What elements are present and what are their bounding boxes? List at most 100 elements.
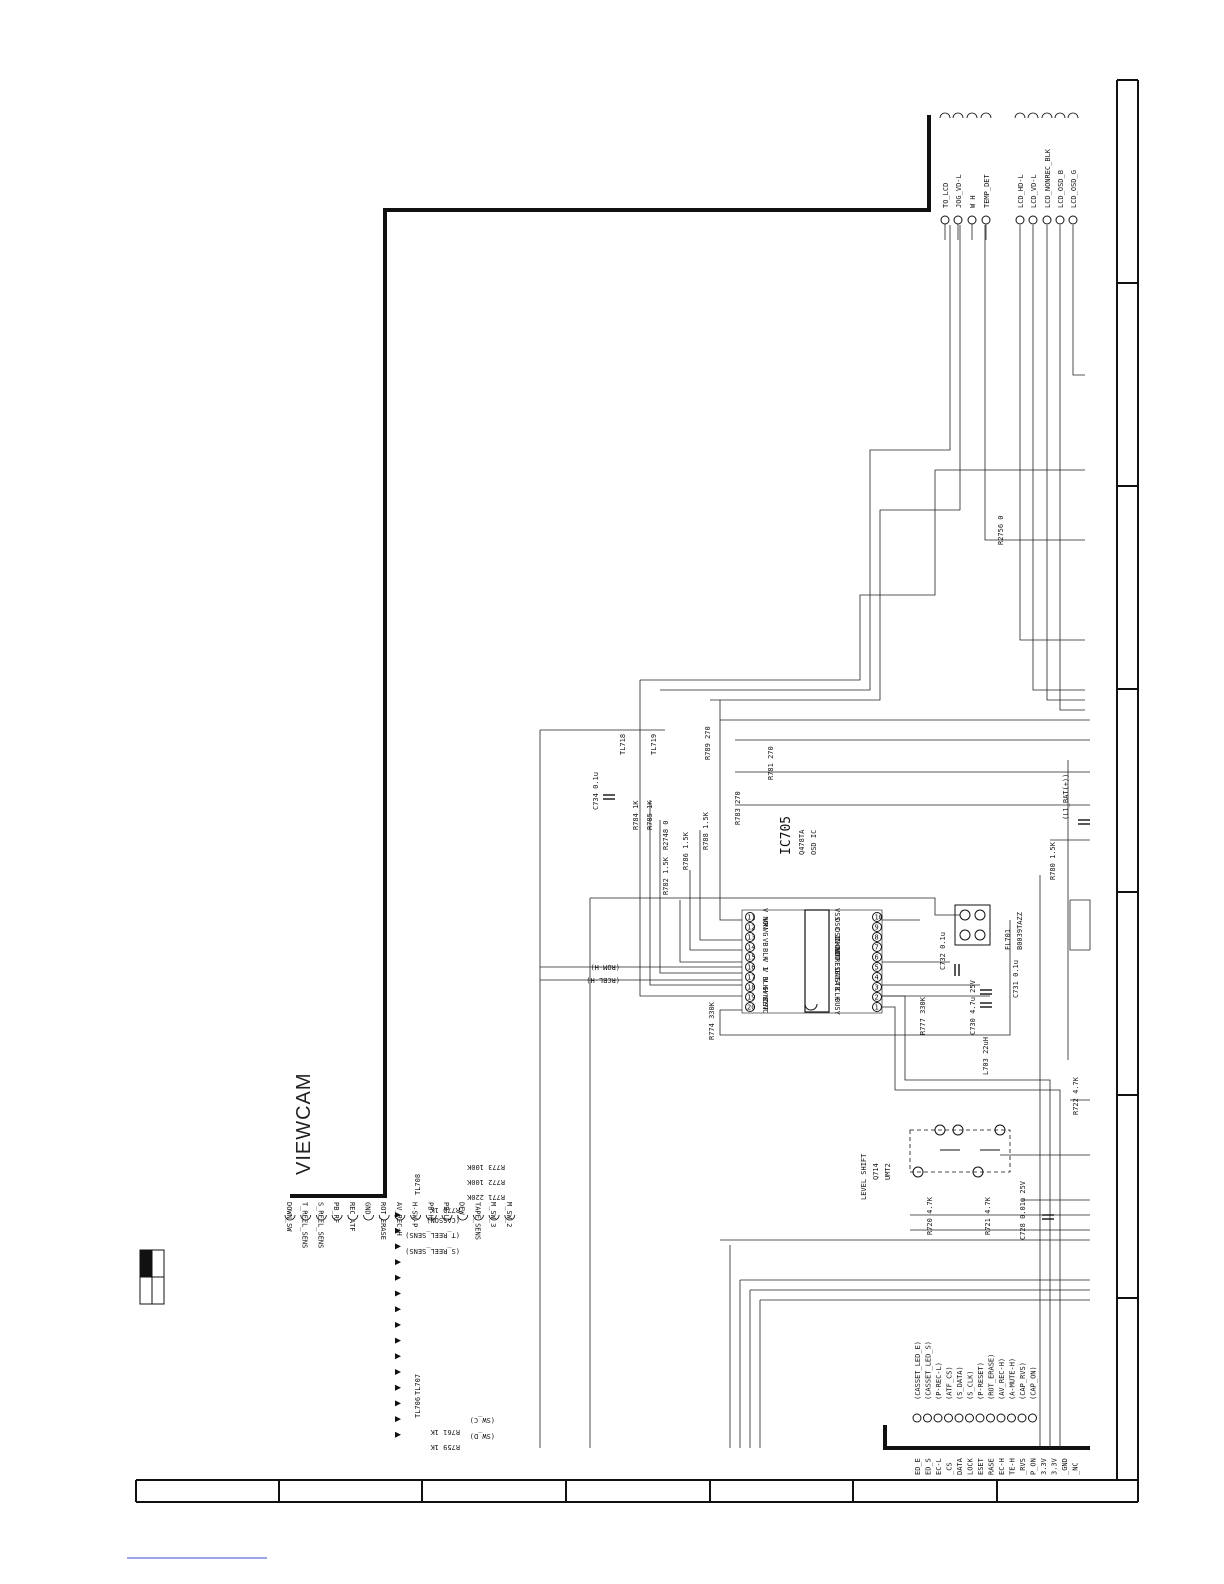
capacitors bbox=[603, 794, 1090, 1220]
grid-ticks-right bbox=[1117, 282, 1138, 1299]
component-label-r786: R786 1.5K bbox=[682, 831, 690, 870]
ic-pin bbox=[872, 992, 882, 1002]
component-label-r771: R771 220K bbox=[466, 1193, 505, 1201]
component-label-r784: R784 1K bbox=[632, 800, 640, 830]
ic-pin-name: V BLK bbox=[761, 968, 769, 990]
ic705-ref: IC705 bbox=[779, 816, 794, 855]
top-connector-label: TEMP_DET bbox=[983, 173, 991, 208]
top-connector-label: LCD_OSD_B bbox=[1057, 170, 1065, 208]
top-connector-label: W H bbox=[969, 195, 977, 208]
ic-pin-name: OSC OUT bbox=[833, 928, 841, 958]
bottom-signal-label: (CAP_RVS) bbox=[1019, 1362, 1027, 1400]
pin-arrow bbox=[395, 1259, 401, 1266]
connector-terminal bbox=[1042, 215, 1052, 225]
ic-pin-number: 16 bbox=[747, 964, 755, 972]
bottom-connector-label: ED_E bbox=[914, 1458, 922, 1475]
ic-wiring bbox=[539, 225, 1091, 1448]
left-connector-label: DOWN_SW bbox=[285, 1202, 293, 1232]
ic-pin-name: V NON bbox=[761, 908, 769, 929]
ic-pin-name: VDD bbox=[833, 948, 841, 961]
connector-terminal bbox=[1028, 1413, 1037, 1423]
connector-terminal bbox=[1015, 215, 1025, 225]
sheet-frame bbox=[135, 79, 1139, 1503]
connector-terminal bbox=[933, 1413, 943, 1423]
ic-pin-name: H SYNC bbox=[761, 988, 769, 1013]
top-connector-label: LCD_HD-L bbox=[1017, 174, 1025, 208]
pin-arrow bbox=[395, 1306, 401, 1313]
connector-pin-circle bbox=[966, 112, 978, 119]
bottom-signal-label: (CAP_ON) bbox=[1030, 1366, 1038, 1400]
connector-pin-circle bbox=[378, 1214, 390, 1221]
ic-pin bbox=[872, 912, 882, 922]
component-label-tl707: TL707 bbox=[414, 1374, 422, 1395]
ic-pin-name: CLK bbox=[833, 988, 841, 1001]
top-connector-label: TO_LCD bbox=[942, 183, 950, 208]
connector-pin-circle bbox=[441, 1214, 453, 1221]
ic-pin-name: VR bbox=[761, 918, 769, 927]
connector-terminal bbox=[967, 215, 977, 225]
connector-pin-circle bbox=[300, 1214, 312, 1221]
connector-terminal bbox=[1068, 215, 1078, 225]
connector-terminal bbox=[975, 1413, 985, 1423]
bottom-signal-label: (A-MUTE-H) bbox=[1009, 1358, 1017, 1400]
bottom-connector-label: _CS bbox=[946, 1462, 954, 1475]
ic-pin-name: V I bbox=[761, 958, 769, 971]
left-connector-label: M_SW_2 bbox=[505, 1202, 513, 1227]
pin-arrow bbox=[395, 1290, 401, 1297]
left-connector-label: H-SW-P bbox=[411, 1202, 419, 1227]
component-label-r788: R788 1.5K bbox=[702, 811, 710, 850]
ic-pin-name: RESET bbox=[833, 958, 841, 980]
ic-pin bbox=[872, 962, 882, 972]
component-label-tl719: TL719 bbox=[650, 734, 658, 755]
bottom-signal-label: (S_CLK) bbox=[967, 1370, 975, 1400]
connector-terminal bbox=[1017, 1413, 1027, 1423]
connector-pin-circle bbox=[347, 1214, 359, 1221]
ic-pin-number: 13 bbox=[747, 934, 755, 942]
connector-pin-circle bbox=[457, 1214, 469, 1221]
left-connector-label: S_REEL_SENS bbox=[316, 1202, 324, 1248]
component-label-r720: R720 4.7K bbox=[926, 1196, 934, 1235]
ic-pin bbox=[872, 942, 882, 952]
ic-pin-number: 15 bbox=[747, 954, 755, 962]
component-label-level_shift: LEVEL SHIFT bbox=[860, 1153, 868, 1200]
bottom-signal-label: (S_DATA) bbox=[956, 1366, 964, 1400]
component-label-r780: R780 1.5K bbox=[1049, 841, 1057, 880]
component-label-c734: C734 0.1u bbox=[592, 772, 600, 810]
component-label-r721: R721 4.7K bbox=[984, 1196, 992, 1235]
ic-pin bbox=[745, 922, 755, 932]
component-label-r773: R773 100K bbox=[466, 1163, 505, 1171]
connector-pin-circle bbox=[1054, 112, 1066, 119]
ic-pin-number: 10 bbox=[875, 914, 883, 922]
bottom-connector-label: 3.3V bbox=[1051, 1457, 1059, 1475]
component-label-rcbl: (RCBL-H) bbox=[586, 976, 620, 984]
ic-pin-number: 4 bbox=[875, 974, 879, 982]
component-label-romh: (ROM-H) bbox=[590, 963, 620, 971]
ic-pin-name: CKOUT bbox=[833, 938, 841, 960]
connector-terminal bbox=[996, 1413, 1006, 1423]
connector-terminal bbox=[944, 1413, 953, 1423]
ic-pin bbox=[745, 1002, 755, 1012]
ic-pin bbox=[745, 972, 755, 982]
ic-pin-name: OSC IN bbox=[833, 918, 841, 943]
bottom-connector-label: _GND bbox=[1061, 1458, 1069, 1475]
connector-terminal bbox=[954, 1413, 964, 1423]
bottom-connector-label: 3.3V bbox=[1040, 1457, 1048, 1475]
pin-arrow bbox=[395, 1274, 401, 1281]
left-connector-label: AV_REC-H bbox=[395, 1202, 403, 1236]
ic-pin-name: TST bbox=[761, 998, 769, 1011]
pin-arrow bbox=[395, 1384, 401, 1391]
connector-pin-circle bbox=[1027, 112, 1039, 119]
ic-pin bbox=[745, 952, 755, 962]
connector-pin-circle bbox=[473, 1214, 484, 1221]
bottom-connector-label: P_ON bbox=[1030, 1458, 1038, 1475]
bottom-connector-label: EC-L bbox=[935, 1458, 943, 1475]
bottom-connector-label: ESET bbox=[977, 1457, 985, 1475]
bottom-connector-label: ED_S bbox=[925, 1458, 933, 1475]
ic-pin-number: 20 bbox=[747, 1004, 755, 1012]
ic-pin-number: 14 bbox=[747, 944, 755, 952]
component-label-fl701p: B0039TAZZ bbox=[1016, 912, 1024, 950]
